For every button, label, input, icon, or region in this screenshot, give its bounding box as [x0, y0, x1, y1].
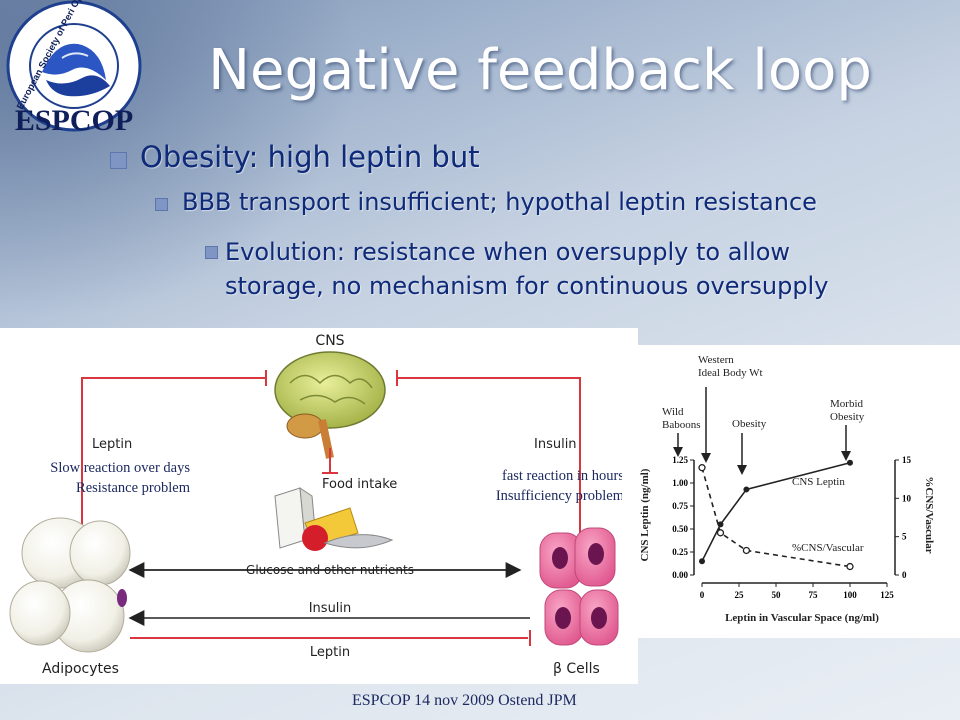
cns-leptin-point	[743, 486, 750, 493]
insulin-right-label: Insulin	[534, 437, 577, 452]
graph-axes: 0 25 50 75 100 125 0.00 0.25 0.50 0.75 1.00 1.25 0 5 1…	[672, 455, 911, 600]
x-tick-label: 25	[735, 590, 745, 600]
label-morbid: Morbid	[830, 398, 864, 410]
bullet-1-text: Obesity: high leptin but	[140, 140, 480, 174]
y-left-tick-label: 1.00	[672, 478, 688, 488]
y-right-tick-label: 10	[902, 493, 912, 503]
y-right-tick-label: 15	[902, 455, 912, 465]
series-cns-label: CNS Leptin	[792, 476, 845, 488]
leptin-arrow-label: Leptin	[310, 645, 350, 660]
slide-title: Negative feedback loop	[208, 38, 872, 103]
x-tick-label: 50	[772, 590, 782, 600]
bullet-square-icon	[110, 152, 127, 169]
y-right-tick-label: 5	[902, 532, 907, 542]
espcop-logo: ESPCOP European Society of Peri Operativ…	[6, 0, 152, 137]
slow-reaction-line1: Slow reaction over days	[50, 460, 190, 476]
y-axis-right-label: %CNS/Vascular	[923, 476, 935, 553]
slow-reaction-line2: Resistance problem	[76, 480, 190, 496]
leptin-left-label: Leptin	[92, 437, 132, 452]
food-intake-label: Food intake	[322, 477, 397, 492]
y-axis-left-label: CNS Leptin (ng/ml)	[639, 468, 651, 561]
cns-leptin-point	[717, 521, 724, 528]
bullet-3-line2: storage, no mechanism for continuous ove…	[225, 272, 829, 300]
ratio-point	[698, 464, 706, 472]
y-right-tick-label: 0	[902, 570, 907, 580]
cns-leptin-point	[699, 558, 705, 565]
series-ratio-label: %CNS/Vascular	[792, 542, 864, 554]
beta-cells-icon	[539, 527, 619, 646]
y-left-tick-label: 0.75	[672, 501, 688, 511]
bullet-2-text: BBB transport insufficient; hypothal lep…	[182, 188, 817, 216]
feedback-diagram: CNS Leptin Insulin Food intake Glucose a…	[0, 328, 638, 684]
brain-icon	[274, 351, 386, 459]
x-tick-label: 0	[700, 590, 705, 600]
bullet-1: Obesity: high leptin but	[110, 140, 480, 174]
bullet-2: BBB transport insufficient; hypothal lep…	[155, 188, 817, 216]
x-axis-label: Leptin in Vascular Space (ng/ml)	[725, 612, 879, 624]
ratio-line	[701, 467, 851, 568]
cns-label: CNS	[315, 333, 344, 349]
label-obesity2: Obesity	[830, 411, 865, 423]
adipocytes-icon	[9, 517, 131, 653]
y-left-tick-label: 0.50	[672, 524, 688, 534]
x-tick-label: 100	[843, 590, 857, 600]
y-left-tick-label: 0.25	[672, 547, 688, 557]
label-ideal: Ideal Body Wt	[698, 367, 763, 379]
ratio-point	[846, 562, 854, 571]
slow-reaction-note: Slow reaction over days Resistance probl…	[6, 458, 190, 498]
label-baboons: Baboons	[662, 419, 701, 431]
beta-cells-label: β Cells	[553, 661, 600, 677]
x-tick-label: 75	[809, 590, 819, 600]
footer-text: ESPCOP 14 nov 2009 Ostend JPM	[352, 692, 577, 709]
insulin-arrow-label: Insulin	[309, 601, 352, 616]
leptin-loop-line	[81, 377, 265, 548]
food-icon	[274, 487, 394, 551]
fast-reaction-line2: Insufficiency problem	[495, 488, 624, 504]
fast-reaction-line1: fast reaction in hours	[501, 468, 624, 484]
graph-plot	[698, 459, 854, 571]
logo-name: ESPCOP	[15, 104, 133, 137]
y-left-tick-label: 1.25	[672, 455, 688, 465]
insulin-loop-line	[398, 377, 581, 533]
label-wild: Wild	[662, 406, 684, 418]
ratio-point	[716, 529, 725, 537]
label-western: Western	[698, 354, 734, 366]
ratio-point	[742, 546, 751, 555]
label-obesity: Obesity	[732, 418, 767, 430]
bullet-3-line1: Evolution: resistance when oversupply to…	[225, 238, 791, 266]
cns-leptin-line	[701, 461, 851, 562]
bullet-square-icon	[205, 246, 218, 259]
bullet-3: Evolution: resistance when oversupply to…	[205, 235, 945, 303]
leptin-graph: Western Ideal Body Wt Wild Baboons Obesi…	[622, 345, 960, 638]
y-left-tick-label: 0.00	[672, 570, 688, 580]
cns-leptin-point	[847, 459, 853, 466]
x-tick-label: 125	[880, 590, 894, 600]
fast-reaction-note: fast reaction in hours Insufficiency pro…	[430, 466, 624, 506]
adipocytes-label: Adipocytes	[42, 661, 119, 677]
bullet-square-icon	[155, 198, 168, 211]
